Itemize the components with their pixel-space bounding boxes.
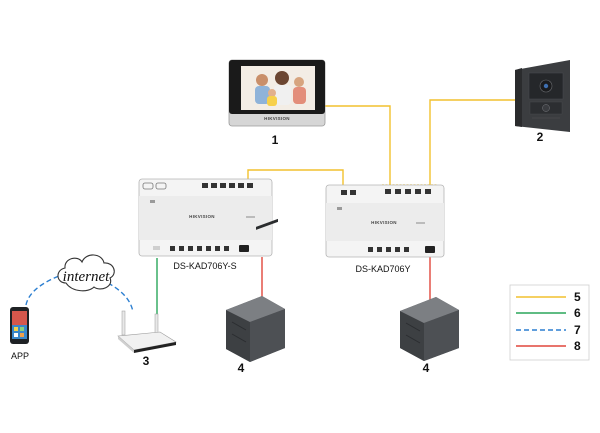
wifi-cloud-to-router	[107, 282, 134, 313]
legend-number-6: 6	[574, 306, 581, 320]
legend-number-7: 7	[574, 323, 581, 337]
callout-router: 3	[143, 354, 150, 368]
internet-label: internet	[63, 269, 110, 285]
distributor-right-label: DS-KAD706Y	[355, 264, 410, 274]
legend: 5 6 7 8	[509, 284, 590, 361]
power-supply-right	[400, 297, 459, 361]
callout-power-left: 4	[238, 361, 245, 375]
monitor-brand: HIKVISION	[264, 116, 290, 121]
cable-distributor-cascade	[247, 169, 344, 186]
legend-number-5: 5	[574, 290, 581, 304]
distributor-left: HIKVISION	[138, 178, 273, 257]
callout-power-right: 4	[423, 361, 430, 375]
router	[117, 310, 177, 353]
callout-door-station: 2	[537, 130, 544, 144]
cable-doorstation-to-distributor	[429, 99, 515, 188]
cable-monitor-to-distributor	[318, 105, 391, 188]
power-supply-left	[226, 218, 285, 362]
door-station	[515, 60, 570, 132]
distributor-left-label: DS-KAD706Y-S	[173, 261, 236, 271]
smartphone	[10, 307, 29, 344]
callout-monitor: 1	[272, 133, 279, 147]
distributor-right: HIKVISION	[325, 184, 445, 258]
distributor-right-brand: HIKVISION	[371, 220, 397, 225]
legend-number-8: 8	[574, 339, 581, 353]
distributor-left-brand: HIKVISION	[189, 214, 215, 219]
indoor-monitor: HIKVISION	[228, 59, 326, 127]
app-label: APP	[11, 351, 29, 361]
internet-cloud	[57, 254, 115, 292]
